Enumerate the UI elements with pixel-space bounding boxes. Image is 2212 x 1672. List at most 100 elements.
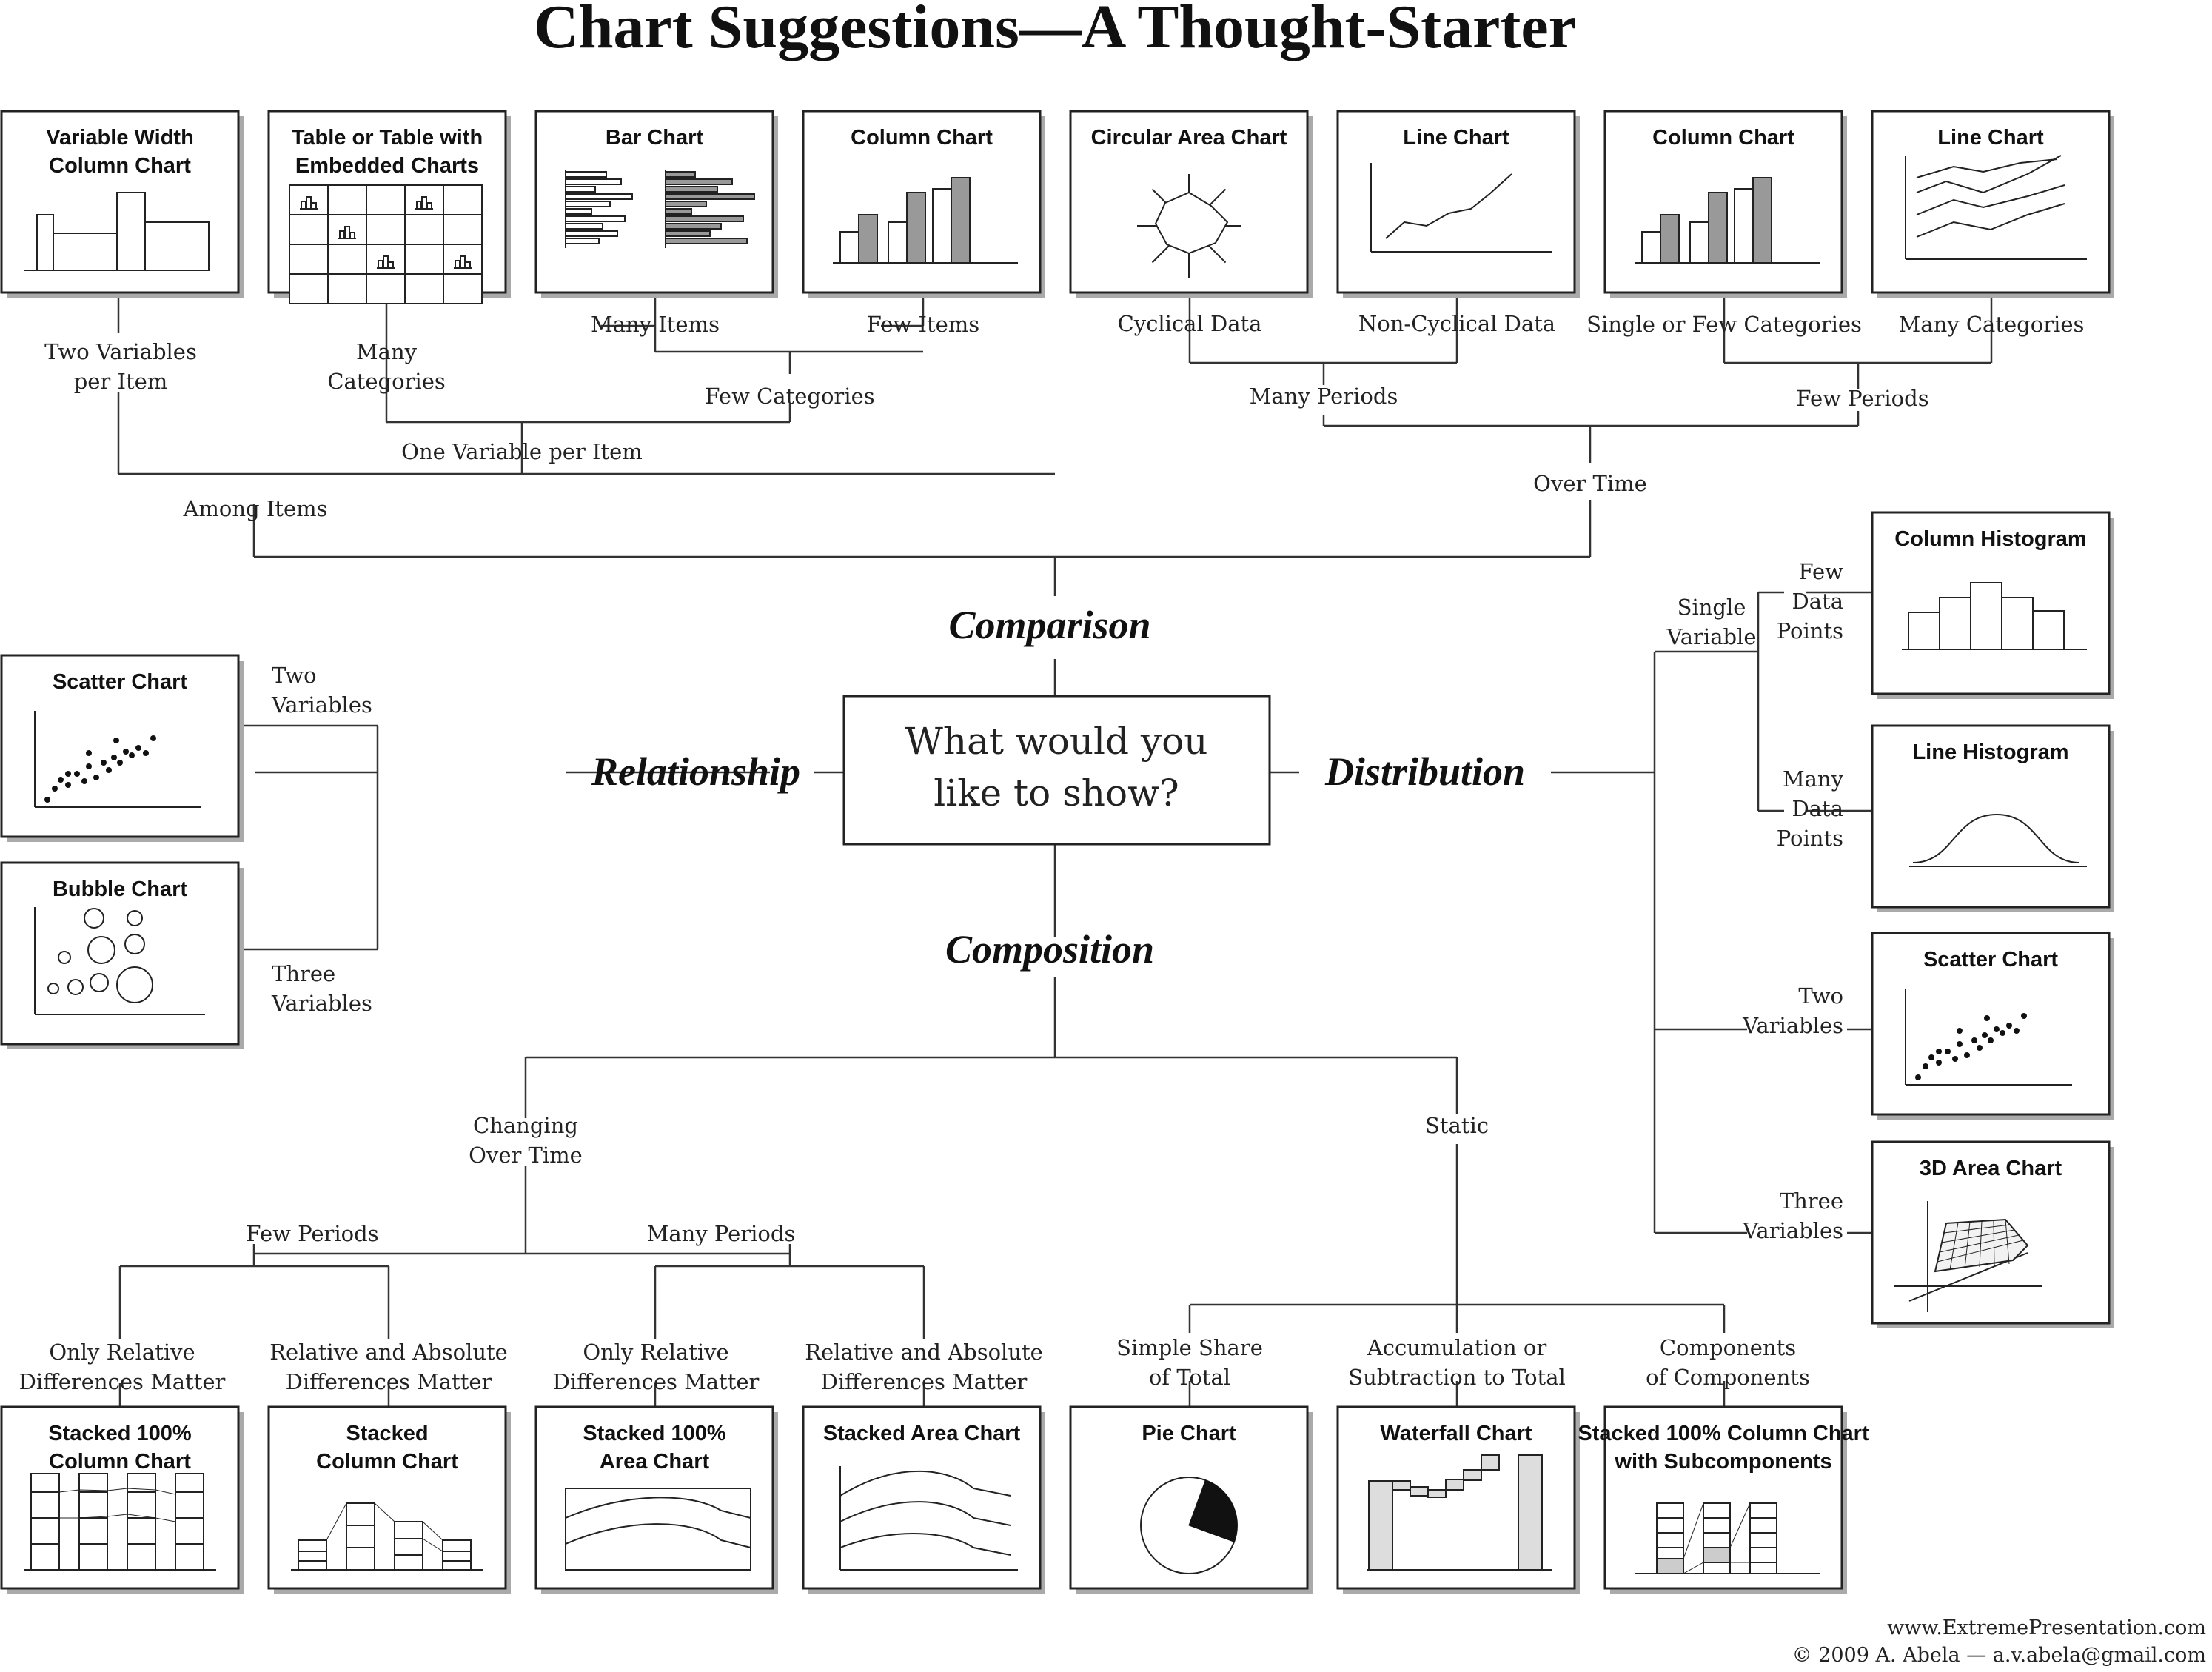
branch-label: Few Periods xyxy=(1796,386,1928,411)
question-box xyxy=(842,695,1271,846)
branch-label: Variables xyxy=(1742,1218,1843,1243)
label-single-few-cat: Single or Few Categories xyxy=(1586,312,1862,337)
label-many-periods-top: Many Periods xyxy=(1250,384,1398,409)
connector-lines xyxy=(117,292,1993,1407)
branch-label: Components xyxy=(1660,1335,1796,1360)
card-title: Line Chart xyxy=(1403,126,1509,150)
bar-thumbnail-icon xyxy=(565,170,755,248)
ssub-thumbnail-icon xyxy=(1635,1502,1820,1574)
card-title: Variable Width xyxy=(46,126,194,150)
card-title: Column Histogram xyxy=(1894,527,2086,551)
branch-label: Relative and Absolute xyxy=(269,1340,508,1365)
branch-label: Subtraction to Total xyxy=(1348,1365,1566,1390)
label-components: Components of Components xyxy=(1646,1335,1810,1390)
label-many-items: Many Items xyxy=(591,312,720,337)
branch-label: Only Relative xyxy=(49,1340,195,1365)
chart-card-waterfall: Waterfall Chart xyxy=(1336,1405,1580,1594)
branch-label: Few Periods xyxy=(246,1221,378,1246)
card-title: 3D Area Chart xyxy=(1920,1157,2062,1180)
branch-label: Many xyxy=(356,339,418,364)
vwidth-thumbnail-icon xyxy=(24,192,210,271)
branch-label: Two xyxy=(272,663,317,688)
branch-label: per Item xyxy=(74,369,168,394)
category-comparison: Comparison xyxy=(948,603,1150,647)
card-title: Column Chart xyxy=(1652,126,1794,150)
branch-label: Data xyxy=(1792,796,1843,821)
branch-label: Variables xyxy=(271,692,372,718)
card-title: Circular Area Chart xyxy=(1091,126,1287,150)
branch-label: Three xyxy=(1780,1188,1843,1214)
chart-card-line-time: Line Chart xyxy=(1871,110,2114,298)
card-title: Waterfall Chart xyxy=(1380,1422,1532,1445)
chart-card-stacked100-column: Stacked 100%Column Chart xyxy=(0,1405,244,1594)
question-text: What would you xyxy=(905,720,1208,763)
branch-label: Few xyxy=(1798,559,1843,584)
column-thumbnail-icon xyxy=(833,177,1018,264)
area3d-thumbnail-icon xyxy=(1894,1201,2042,1312)
card-title: Embedded Charts xyxy=(295,154,479,178)
label-static: Static xyxy=(1425,1113,1489,1138)
branch-label: Cyclical Data xyxy=(1118,311,1262,336)
branch-label: of Total xyxy=(1149,1365,1230,1390)
card-frame xyxy=(802,1405,1042,1590)
radar-thumbnail-icon xyxy=(1137,174,1241,278)
branch-label: Many Items xyxy=(591,312,720,337)
column-thumbnail-icon xyxy=(1635,177,1820,264)
branch-label: Points xyxy=(1777,618,1843,643)
label-non-cyclical: Non-Cyclical Data xyxy=(1358,311,1555,336)
label-few-periods-bottom: Few Periods xyxy=(246,1221,378,1246)
card-title: Stacked 100% xyxy=(48,1422,192,1445)
branch-label: Accumulation or xyxy=(1367,1335,1547,1360)
label-few-categories: Few Categories xyxy=(705,384,874,409)
line1-thumbnail-icon xyxy=(1370,163,1552,253)
branch-label: Over Time xyxy=(1533,471,1647,496)
label-few-items: Few Items xyxy=(867,312,979,337)
card-title: Stacked 100% xyxy=(583,1422,726,1445)
chart-card-scatter-rel: Scatter Chart xyxy=(0,654,244,842)
card-title: Column Chart xyxy=(851,126,993,150)
chart-card-area-3d: 3D Area Chart xyxy=(1871,1140,2114,1328)
card-title: Stacked 100% Column Chart xyxy=(1578,1422,1869,1445)
chart-card-column-time: Column Chart xyxy=(1603,110,1847,298)
label-among-items: Among Items xyxy=(182,496,327,521)
footer-copyright: © 2009 A. Abela — a.v.abela@gmail.com xyxy=(1792,1644,2206,1667)
label-over-time: Over Time xyxy=(1533,471,1647,496)
hist-thumbnail-icon xyxy=(1902,582,2087,650)
scatter-thumbnail-icon xyxy=(1905,989,2072,1086)
branch-label: Static xyxy=(1425,1113,1489,1138)
chart-card-bubble: Bubble Chart xyxy=(0,861,244,1049)
s100col-thumbnail-icon xyxy=(24,1473,216,1571)
card-title: Line Chart xyxy=(1937,126,2044,150)
card-title: Line Histogram xyxy=(1912,740,2068,764)
card-title: Bar Chart xyxy=(606,126,703,150)
page-title: Chart Suggestions—A Thought-Starter xyxy=(534,0,1576,61)
card-title: Column Chart xyxy=(49,154,191,178)
branch-label: Many Categories xyxy=(1899,312,2085,337)
bell-thumbnail-icon xyxy=(1909,813,2087,867)
label-accumulation: Accumulation or Subtraction to Total xyxy=(1348,1335,1566,1390)
branch-label: Two xyxy=(1798,983,1843,1009)
branch-label: Many Periods xyxy=(1250,384,1398,409)
label-few-periods-top: Few Periods xyxy=(1796,386,1928,411)
branch-label: Among Items xyxy=(182,496,327,521)
branch-label: Few Items xyxy=(867,312,979,337)
branch-label: Data xyxy=(1792,589,1843,614)
branch-label: of Components xyxy=(1646,1365,1810,1390)
chart-card-line-noncyclical: Line Chart xyxy=(1336,110,1580,298)
card-title: Stacked Area Chart xyxy=(823,1422,1021,1445)
label-one-var-per-item: One Variable per Item xyxy=(401,439,643,464)
